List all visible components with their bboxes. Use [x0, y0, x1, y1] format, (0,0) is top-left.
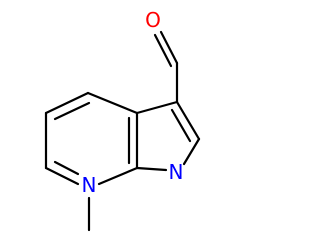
bond-n1-c7a: [135, 166, 168, 172]
bond-c6-n7: [44, 166, 80, 186]
bond-c3-c2-inner: [170, 108, 192, 143]
bond-c-o-double-inner: [153, 33, 173, 68]
bond-c3a-c4: [86, 91, 139, 115]
oxygen-atom-label: O: [145, 8, 161, 32]
bond-c-o-double-outer: [159, 30, 179, 65]
bond-c4-c5-inner: [53, 101, 91, 121]
bond-c2-n1: [182, 137, 201, 166]
bond-c3-c2: [175, 100, 201, 141]
molecule-canvas: O N N: [44, 8, 201, 232]
methyl-nitrogen-atom-label: N: [82, 173, 97, 197]
structure-diagram: O N N: [44, 8, 201, 232]
bond-c6-n7-inner: [53, 160, 80, 176]
bond-n7-c7a: [97, 166, 139, 186]
pyrrole-nitrogen-atom-label: N: [169, 160, 184, 184]
bond-c4-c5: [44, 91, 90, 115]
bond-c3-c3a: [135, 100, 179, 115]
